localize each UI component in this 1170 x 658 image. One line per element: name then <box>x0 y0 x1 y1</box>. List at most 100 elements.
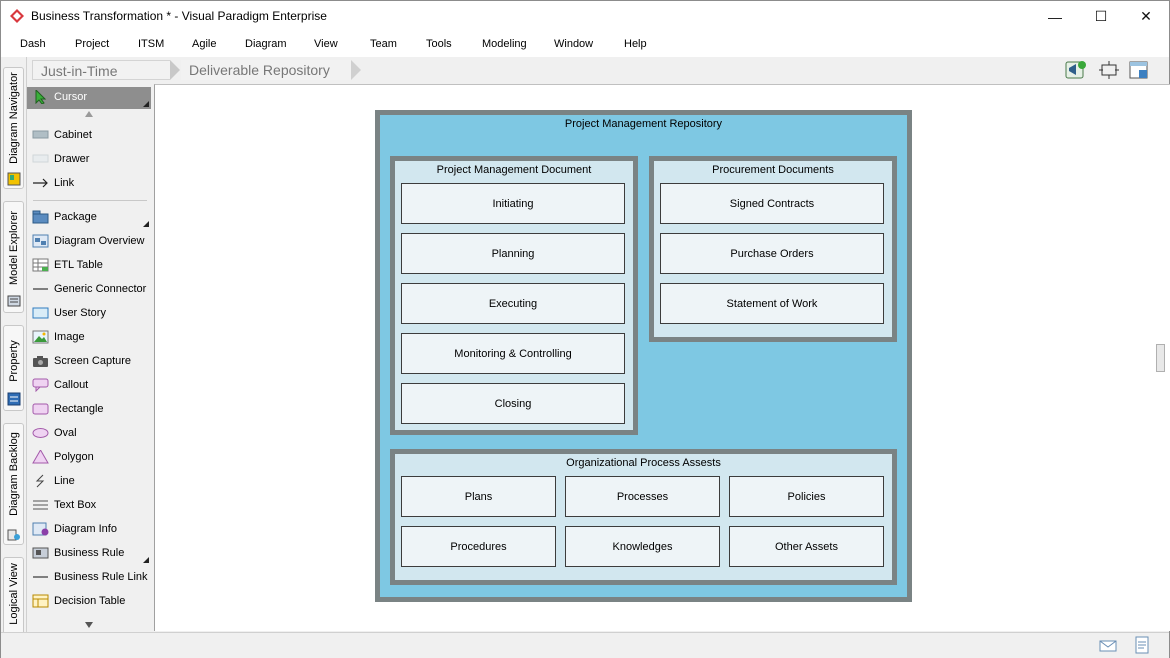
project-management-document-group[interactable]: Project Management Document Initiating P… <box>390 156 638 435</box>
palette-line[interactable]: Line <box>27 471 151 493</box>
business-rule-icon <box>32 547 49 559</box>
diagram-info-icon <box>32 522 49 536</box>
palette-label: Link <box>54 177 75 189</box>
menu-itsm[interactable]: ITSM <box>138 38 165 50</box>
palette-cursor[interactable]: Cursor <box>27 87 151 109</box>
palette-cabinet[interactable]: Cabinet <box>27 125 151 147</box>
procurement-documents-group[interactable]: Procurement Documents Signed Contracts P… <box>649 156 897 342</box>
palette-label: Rectangle <box>54 403 104 415</box>
item-executing[interactable]: Executing <box>401 283 625 324</box>
menu-agile[interactable]: Agile <box>192 38 217 50</box>
model-explorer-icon <box>7 295 21 307</box>
item-monitoring-controlling[interactable]: Monitoring & Controlling <box>401 333 625 374</box>
title-bar: Business Transformation * - Visual Parad… <box>1 1 1169 32</box>
drawer-icon <box>32 154 49 163</box>
close-button[interactable]: ✕ <box>1140 8 1152 24</box>
breadcrumb-item-pmbok[interactable]: Just-in-Time PMBOK <box>32 60 170 99</box>
palette-label: Text Box <box>54 499 97 511</box>
palette-link[interactable]: Link <box>27 173 151 195</box>
menu-help[interactable]: Help <box>624 38 647 50</box>
item-statement-of-work[interactable]: Statement of Work <box>660 283 884 324</box>
palette-label: ETL Table <box>54 259 103 271</box>
palette-generic-connector[interactable]: Generic Connector <box>27 279 151 301</box>
palette-label: Screen Capture <box>54 355 132 367</box>
tab-property[interactable]: Property <box>3 325 24 411</box>
palette-oval[interactable]: Oval <box>27 423 151 445</box>
palette-text-box[interactable]: Text Box <box>27 495 151 517</box>
palette-scroll-up-icon[interactable] <box>85 111 93 117</box>
palette-callout[interactable]: Callout <box>27 375 151 397</box>
group-title: Procurement Documents <box>712 164 834 176</box>
project-management-repository[interactable]: Project Management Repository Project Ma… <box>375 110 912 602</box>
item-signed-contracts[interactable]: Signed Contracts <box>660 183 884 224</box>
palette-label: Generic Connector <box>54 283 147 295</box>
menu-dash[interactable]: Dash <box>20 38 46 50</box>
breadcrumb-item-deliverable-repository[interactable]: Deliverable Repository <box>181 60 351 80</box>
item-procedures[interactable]: Procedures <box>401 526 556 567</box>
menu-modeling[interactable]: Modeling <box>482 38 527 50</box>
menu-team[interactable]: Team <box>370 38 397 50</box>
palette-label: Oval <box>54 427 77 439</box>
business-rule-link-icon <box>33 576 48 578</box>
line-icon <box>35 474 45 488</box>
item-other-assets[interactable]: Other Assets <box>729 526 884 567</box>
tab-model-explorer[interactable]: Model Explorer <box>3 201 24 313</box>
palette-package[interactable]: Package <box>27 207 151 229</box>
palette-label: Diagram Overview <box>54 235 145 247</box>
palette-etl-table[interactable]: ETL Table <box>27 255 151 277</box>
palette-polygon[interactable]: Polygon <box>27 447 151 469</box>
palette-label: Callout <box>54 379 89 391</box>
palette-user-story[interactable]: User Story <box>27 303 151 325</box>
palette-image[interactable]: Image <box>27 327 151 349</box>
palette-scroll-down-icon[interactable] <box>85 622 93 628</box>
item-planning[interactable]: Planning <box>401 233 625 274</box>
submenu-indicator-icon <box>143 101 149 107</box>
menu-diagram[interactable]: Diagram <box>245 38 287 50</box>
notes-icon[interactable] <box>1134 636 1150 654</box>
maximize-button[interactable]: ☐ <box>1094 8 1108 24</box>
tab-diagram-backlog[interactable]: Diagram Backlog <box>3 423 24 545</box>
property-icon <box>7 392 21 406</box>
status-bar <box>1 632 1169 658</box>
item-processes[interactable]: Processes <box>565 476 720 517</box>
organizational-process-assets-group[interactable]: Organizational Process Assests Plans Pro… <box>390 449 897 585</box>
tab-logical-view[interactable]: Logical View <box>3 557 24 637</box>
callout-icon <box>32 378 49 392</box>
menu-tools[interactable]: Tools <box>426 38 452 50</box>
panel-splitter-handle[interactable] <box>1156 344 1165 372</box>
menu-view[interactable]: View <box>314 38 338 50</box>
palette-diagram-overview[interactable]: Diagram Overview <box>27 231 151 253</box>
generic-connector-icon <box>33 288 48 290</box>
palette-business-rule[interactable]: Business Rule <box>27 543 151 565</box>
palette-drawer[interactable]: Drawer <box>27 149 151 171</box>
item-purchase-orders[interactable]: Purchase Orders <box>660 233 884 274</box>
fit-to-window-icon[interactable] <box>1098 60 1120 80</box>
menu-window[interactable]: Window <box>554 38 594 50</box>
palette-decision-table[interactable]: Decision Table <box>27 591 151 613</box>
breadcrumb-label: Deliverable Repository <box>189 62 330 78</box>
palette-label: User Story <box>54 307 106 319</box>
megaphone-feedback-icon[interactable] <box>1065 60 1087 80</box>
item-policies[interactable]: Policies <box>729 476 884 517</box>
diagram-canvas[interactable]: Project Management Repository Project Ma… <box>154 84 1170 631</box>
tab-diagram-navigator[interactable]: Diagram Navigator <box>3 67 24 189</box>
palette-rectangle[interactable]: Rectangle <box>27 399 151 421</box>
diagram-layout-icon[interactable] <box>1128 60 1150 80</box>
item-knowledges[interactable]: Knowledges <box>565 526 720 567</box>
cabinet-icon <box>32 130 49 139</box>
backlog-icon <box>7 529 20 541</box>
palette-business-rule-link[interactable]: Business Rule Link <box>27 567 151 589</box>
image-icon <box>32 330 49 344</box>
submenu-indicator-icon <box>143 557 149 563</box>
item-plans[interactable]: Plans <box>401 476 556 517</box>
mail-icon[interactable] <box>1099 639 1117 653</box>
palette-screen-capture[interactable]: Screen Capture <box>27 351 151 373</box>
palette-label: Business Rule <box>54 547 125 559</box>
item-closing[interactable]: Closing <box>401 383 625 424</box>
repository-title: Project Management Repository <box>564 118 723 130</box>
palette-diagram-info[interactable]: Diagram Info <box>27 519 151 541</box>
menu-project[interactable]: Project <box>75 38 110 50</box>
diagram-palette: Cursor Cabinet Drawer Link Package Diagr… <box>27 83 153 631</box>
item-initiating[interactable]: Initiating <box>401 183 625 224</box>
minimize-button[interactable]: — <box>1048 8 1062 25</box>
